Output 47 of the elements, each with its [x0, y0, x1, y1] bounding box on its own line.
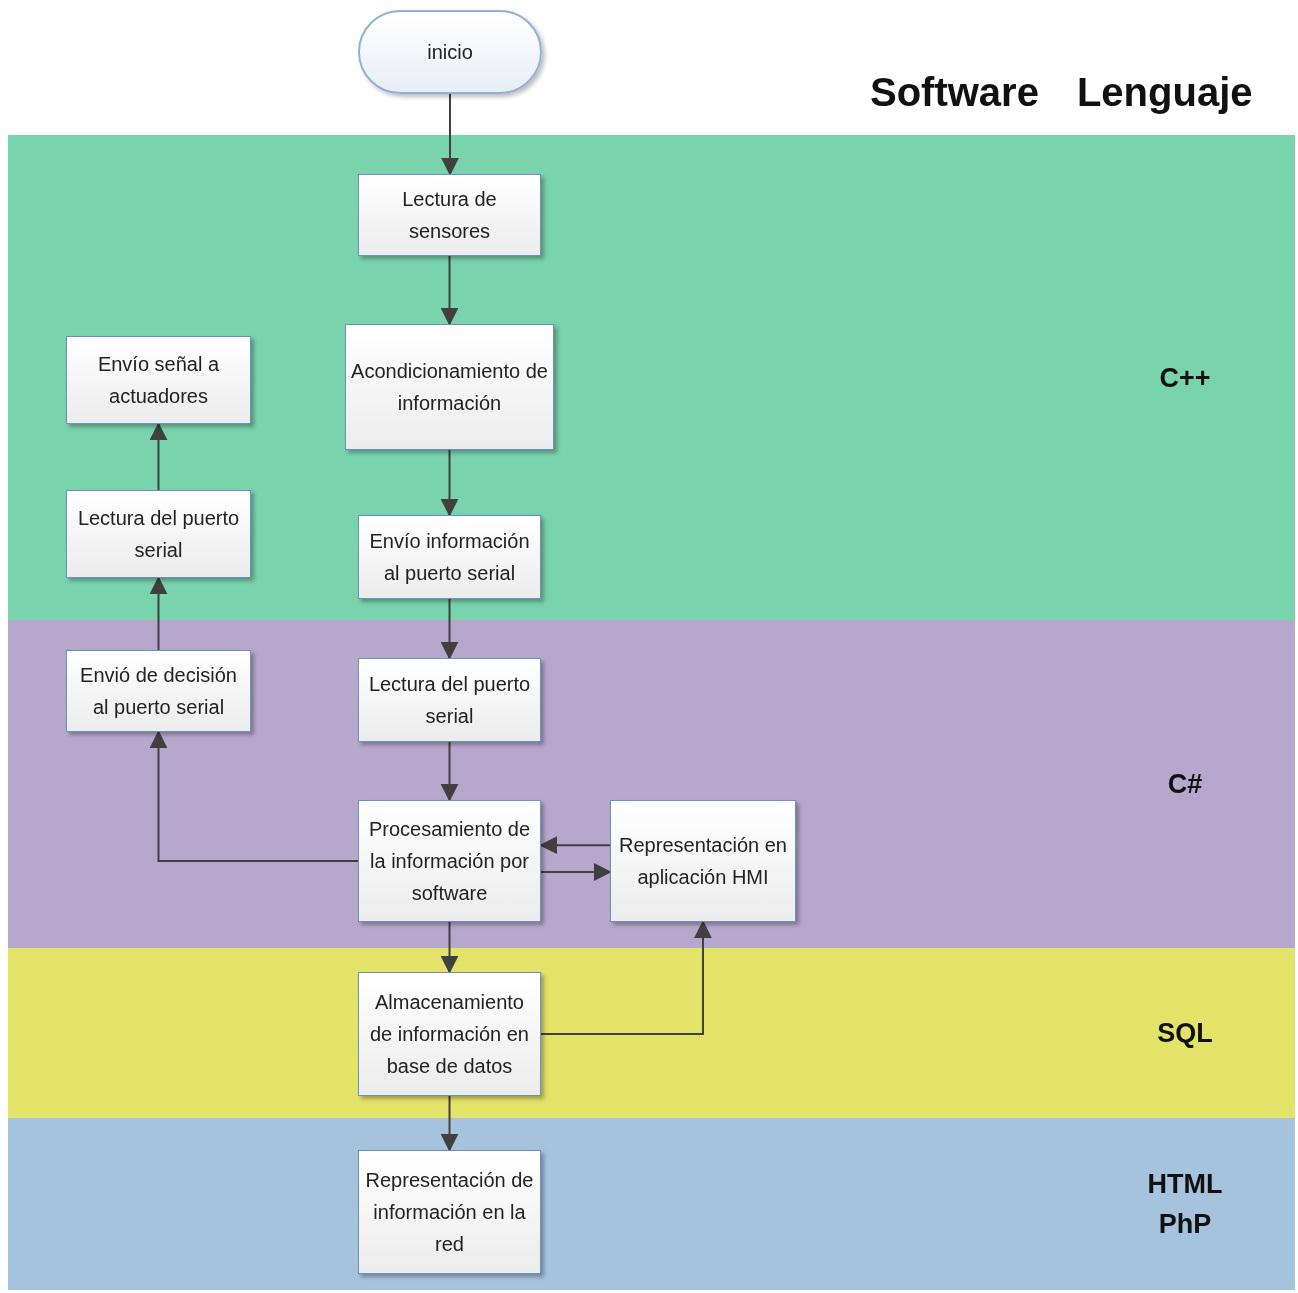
box-text: Representación de información en la red: [364, 1168, 535, 1257]
start-terminal: [358, 10, 542, 94]
arrow: [149, 730, 359, 862]
language-label: C#: [1166, 768, 1204, 801]
box-text: Envío señal a actuadores: [96, 352, 221, 409]
box-text: inicio: [427, 40, 473, 65]
swimlane-band: [8, 1118, 1295, 1290]
arrow: [441, 93, 459, 176]
box-text: Lectura del puerto serial: [76, 506, 241, 563]
box-text: Envío información al puerto serial: [368, 529, 531, 586]
language-label: HTML PhP: [1146, 1168, 1224, 1241]
box-text: Lectura de sensores: [401, 187, 498, 244]
swimlane-band: [8, 948, 1295, 1118]
process-box: [345, 324, 554, 450]
box-text: Almacenamiento de información en base de datos: [369, 990, 530, 1079]
process-box: [358, 658, 541, 742]
swimlane-band: [8, 620, 1295, 948]
language-label: C++: [1158, 361, 1212, 395]
box-text: Lectura del puerto serial: [367, 672, 532, 729]
arrow: [440, 741, 459, 802]
arrow: [440, 255, 459, 326]
swimlane-band: [8, 135, 1295, 620]
language-label: SQL: [1156, 1017, 1214, 1050]
process-box: [358, 1150, 541, 1274]
process-box: [358, 174, 541, 256]
process-box: [66, 650, 251, 732]
arrow: [539, 836, 611, 855]
box-text: Envió de decisión al puerto serial: [79, 663, 238, 720]
process-box: [358, 800, 541, 922]
box-text: Acondicionamiento de información: [350, 359, 549, 416]
arrow: [149, 576, 168, 651]
column-heading: Software: [870, 69, 1039, 116]
column-heading: Lenguaje: [1076, 69, 1253, 116]
arrow: [440, 598, 459, 660]
process-box: [66, 490, 251, 578]
box-text: Procesamiento de la información por software: [367, 817, 532, 906]
box-text: Representación en aplicación HMI: [618, 833, 788, 890]
arrow: [149, 422, 168, 491]
arrow: [540, 863, 612, 881]
arrow: [540, 920, 712, 1035]
arrow: [440, 1095, 459, 1152]
process-box: [358, 515, 541, 599]
arrow: [440, 921, 459, 974]
process-box: [66, 336, 251, 424]
process-box: [610, 800, 796, 922]
arrow: [440, 449, 459, 517]
process-box: [358, 972, 541, 1096]
